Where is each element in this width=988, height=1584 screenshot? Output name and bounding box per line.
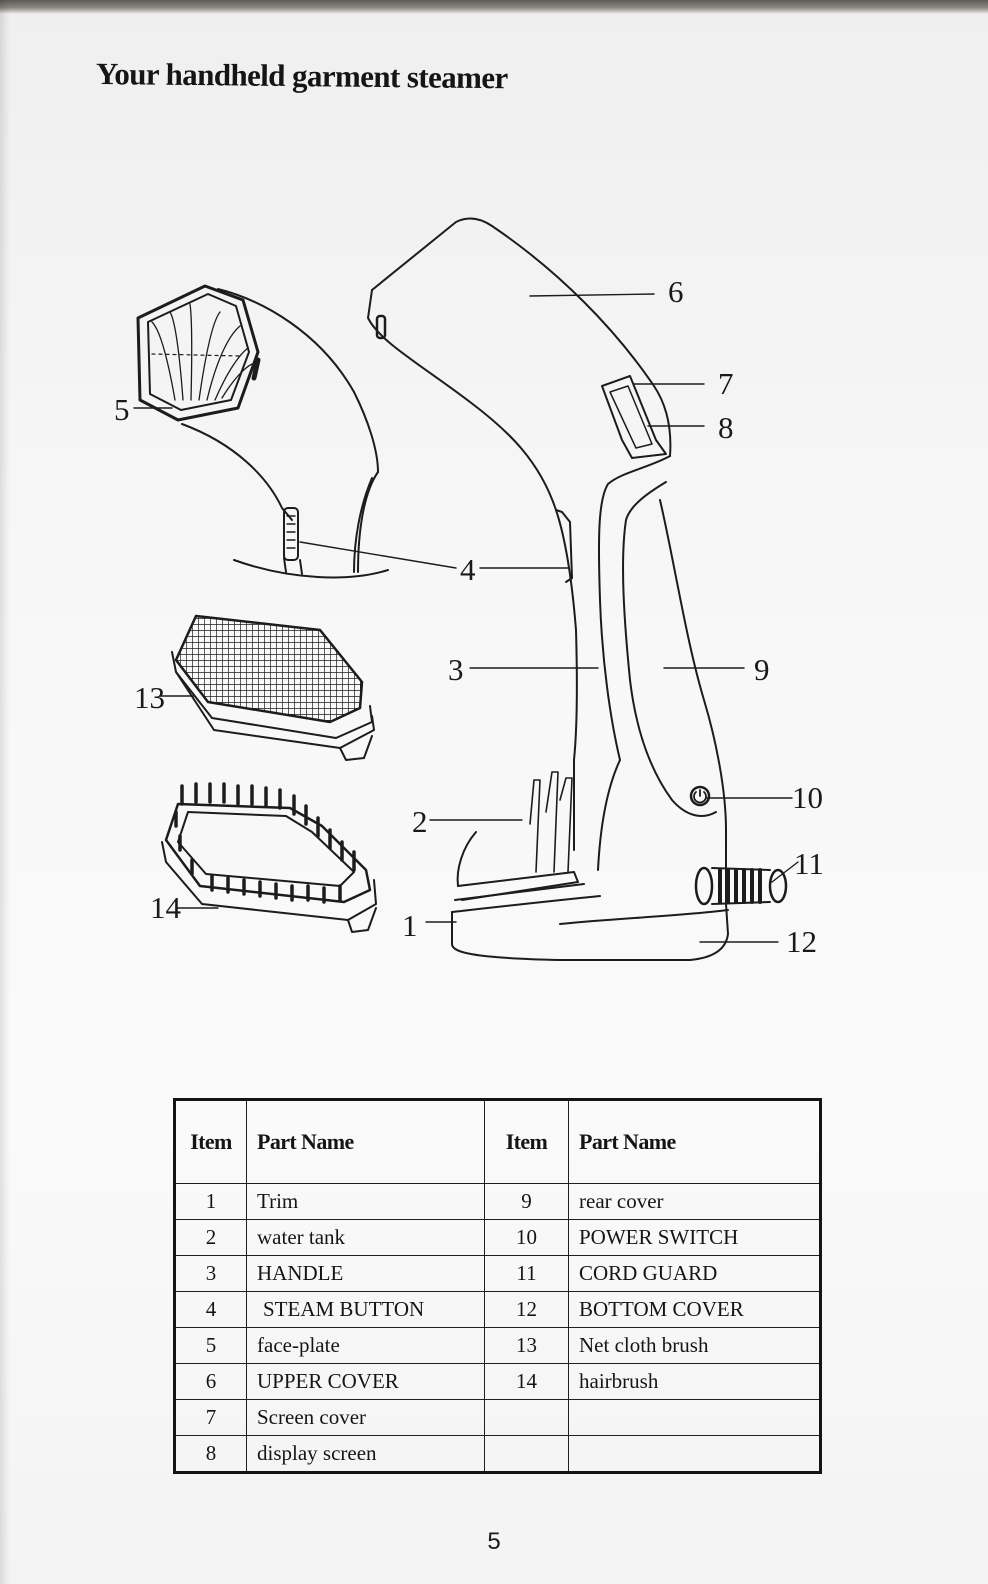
item-number: 3: [175, 1256, 247, 1292]
item-number: 9: [485, 1184, 569, 1220]
item-number: 4: [175, 1292, 247, 1328]
item-number: 5: [175, 1328, 247, 1364]
table-row: 4 STEAM BUTTON 12 BOTTOM COVER: [175, 1292, 821, 1328]
table-row: 7 Screen cover: [175, 1400, 821, 1436]
item-number: 2: [175, 1220, 247, 1256]
item-number: 7: [175, 1400, 247, 1436]
item-number: 8: [175, 1436, 247, 1473]
callout-4: 4: [460, 552, 476, 587]
item-number: 1: [175, 1184, 247, 1220]
callout-5: 5: [114, 392, 130, 427]
header-item-left: Item: [175, 1100, 247, 1184]
part-name: BOTTOM COVER: [569, 1292, 821, 1328]
hairbrush-illustration: [162, 784, 376, 932]
item-number: 6: [175, 1364, 247, 1400]
callout-1: 1: [402, 908, 418, 943]
net-cloth-brush-illustration: [172, 616, 374, 760]
callout-labels: 1 2 3 4 5 6 7 8 9 10 11 12 13 14: [114, 274, 824, 959]
part-name: hairbrush: [569, 1364, 821, 1400]
part-name: Trim: [247, 1184, 485, 1220]
callout-3: 3: [448, 652, 464, 687]
callout-13: 13: [134, 680, 165, 715]
item-number: [485, 1436, 569, 1473]
part-name: rear cover: [569, 1184, 821, 1220]
callout-9: 9: [754, 652, 770, 687]
header-part-name-right: Part Name: [569, 1100, 821, 1184]
callout-6: 6: [668, 274, 684, 309]
part-name: CORD GUARD: [569, 1256, 821, 1292]
callout-2: 2: [412, 804, 428, 839]
part-name: Screen cover: [247, 1400, 485, 1436]
part-name: display screen: [247, 1436, 485, 1473]
part-name: [569, 1400, 821, 1436]
part-name: STEAM BUTTON: [247, 1292, 485, 1328]
table-row: 2 water tank 10 POWER SWITCH: [175, 1220, 821, 1256]
callout-14: 14: [150, 890, 182, 925]
parts-table: Item Part Name Item Part Name 1 Trim 9 r…: [173, 1098, 822, 1474]
part-name: UPPER COVER: [247, 1364, 485, 1400]
table-row: 5 face-plate 13 Net cloth brush: [175, 1328, 821, 1364]
callout-8: 8: [718, 410, 734, 445]
callout-11: 11: [794, 846, 824, 881]
part-name: [569, 1436, 821, 1473]
part-name: HANDLE: [247, 1256, 485, 1292]
item-number: 13: [485, 1328, 569, 1364]
callout-7: 7: [718, 366, 734, 401]
header-item-right: Item: [485, 1100, 569, 1184]
part-name: water tank: [247, 1220, 485, 1256]
table-row: 6 UPPER COVER 14 hairbrush: [175, 1364, 821, 1400]
page-number: 5: [0, 1528, 988, 1556]
part-name: face-plate: [247, 1328, 485, 1364]
part-name: POWER SWITCH: [569, 1220, 821, 1256]
steamer-body-illustration: [368, 219, 786, 960]
header-part-name-left: Part Name: [247, 1100, 485, 1184]
callout-10: 10: [792, 780, 823, 815]
item-number: 11: [485, 1256, 569, 1292]
table-row: 3 HANDLE 11 CORD GUARD: [175, 1256, 821, 1292]
table-row: 8 display screen: [175, 1436, 821, 1473]
part-name: Net cloth brush: [569, 1328, 821, 1364]
steamer-diagram: 1 2 3 4 5 6 7 8 9 10 11 12 13 14: [0, 0, 988, 1000]
item-number: 14: [485, 1364, 569, 1400]
item-number: [485, 1400, 569, 1436]
callout-12: 12: [786, 924, 817, 959]
table-header-row: Item Part Name Item Part Name: [175, 1100, 821, 1184]
item-number: 12: [485, 1292, 569, 1328]
table-row: 1 Trim 9 rear cover: [175, 1184, 821, 1220]
item-number: 10: [485, 1220, 569, 1256]
head-view-illustration: [138, 286, 388, 577]
